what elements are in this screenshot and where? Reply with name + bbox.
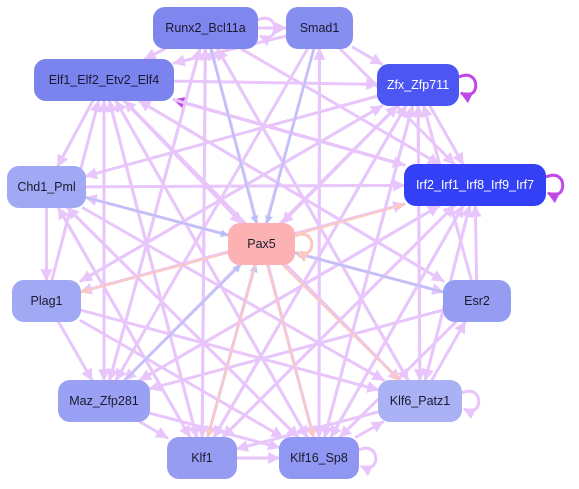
edge-esr2-to-elf1: [137, 99, 445, 283]
node-zfx-zfp711[interactable]: Zfx_Zfp711: [377, 64, 459, 106]
edge-smad1-to-pax5: [265, 48, 315, 224]
self-loop-klf6: [461, 389, 481, 420]
edge-maz-to-klf16: [148, 411, 281, 451]
node-elf1-elf2-etv2-elf4[interactable]: Elf1_Elf2_Etv2_Elf4: [34, 59, 174, 101]
edge-runx2-to-irf2: [240, 47, 441, 166]
edge-pax5-to-irf2: [294, 202, 405, 236]
edge-zfx-to-chd1: [84, 94, 379, 180]
node-smad1[interactable]: Smad1: [286, 7, 353, 49]
self-loop-irf2: [545, 173, 565, 204]
edge-pax5-to-plag1: [80, 251, 229, 294]
edge-elf1-to-irf2: [172, 98, 406, 168]
edge-esr2-to-maz: [148, 308, 445, 392]
node-klf16-sp8[interactable]: Klf16_Sp8: [279, 437, 359, 479]
self-loop-zfx: [458, 73, 478, 104]
edge-klf1-to-runx2: [199, 47, 212, 439]
edge-klf6-to-esr2: [430, 320, 467, 382]
node-runx2-bcl11a[interactable]: Runx2_Bcl11a: [153, 7, 258, 49]
edge-esr2-to-pax5: [294, 250, 444, 294]
edge-klf16-to-elf1: [114, 99, 309, 439]
edge-elf1-to-chd1: [56, 99, 95, 168]
edge-runx2-to-pax5: [209, 48, 259, 224]
node-chd1-pml[interactable]: Chd1_Pml: [7, 166, 86, 208]
edge-klf16-to-klf6: [354, 420, 385, 439]
edge-klf6-to-klf1: [235, 410, 380, 452]
edge-smad1-to-zfx: [351, 45, 384, 66]
self-loop-klf16: [358, 446, 378, 477]
edge-plag1-to-zfx: [79, 104, 384, 283]
node-maz-zfp281[interactable]: Maz_Zfp281: [58, 380, 150, 422]
edge-maz-to-pax5: [124, 264, 242, 381]
self-loop-runx2: [257, 16, 277, 47]
edge-irf2-to-klf16: [329, 204, 465, 439]
self-loop-group: [257, 16, 565, 477]
edge-pax5-to-klf6: [281, 264, 400, 381]
edge-chd1-to-klf6: [81, 206, 385, 382]
edge-irf2-to-maz: [138, 204, 441, 382]
node-plag1[interactable]: Plag1: [12, 280, 81, 322]
edge-klf1-to-chd1: [57, 206, 192, 439]
edge-smad1-to-maz: [114, 47, 309, 382]
edge-runx2-to-elf1: [143, 47, 167, 61]
edge-esr2-to-irf2: [469, 204, 482, 282]
edge-plag1-to-maz: [57, 320, 94, 382]
node-pax5[interactable]: Pax5: [228, 223, 295, 265]
node-klf6-patz1[interactable]: Klf6_Patz1: [378, 380, 462, 422]
edge-zfx-to-pax5: [280, 104, 399, 225]
self-loop-pax5: [294, 232, 314, 263]
edge-elf1-to-pax5: [122, 99, 243, 225]
edge-elf1-to-zfx: [172, 78, 379, 91]
node-klf1[interactable]: Klf1: [167, 437, 237, 479]
edge-klf1-to-zfx: [212, 104, 408, 439]
edge-zfx-to-irf2: [428, 104, 465, 166]
edge-plag1-to-klf6: [79, 308, 380, 393]
node-irf2-irf1-irf8-irf9-irf7[interactable]: Irf2_Irf1_Irf8_Irf9_Irf7: [404, 164, 546, 206]
edge-chd1-to-pax5: [85, 196, 229, 238]
edge-klf1-to-elf1: [106, 99, 199, 439]
edge-maz-to-klf1: [138, 420, 169, 440]
edge-pax5-to-klf1: [205, 264, 257, 438]
edge-pax5-to-klf16: [266, 264, 316, 438]
edge-klf6-to-runx2: [216, 47, 410, 382]
node-esr2[interactable]: Esr2: [443, 280, 511, 322]
